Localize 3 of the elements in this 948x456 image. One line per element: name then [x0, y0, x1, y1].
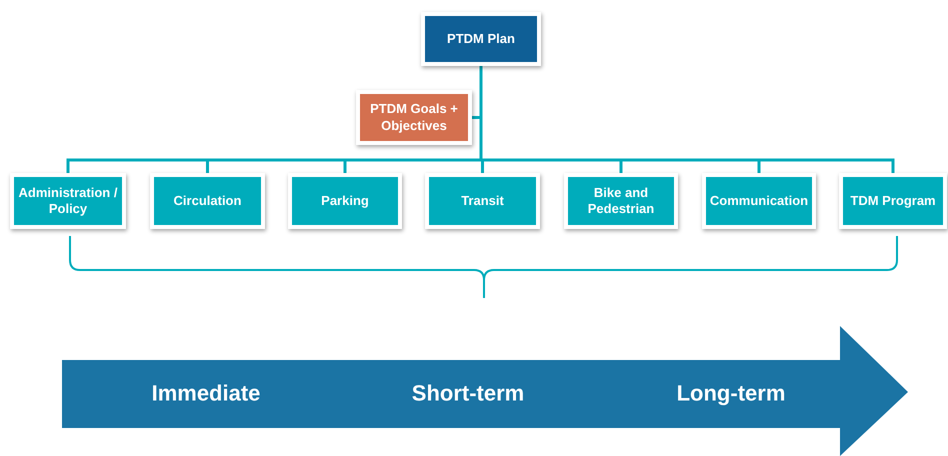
timeline-label: Long-term — [676, 380, 786, 408]
timeline-label: Short-term — [412, 380, 524, 408]
timeline-label: Immediate — [152, 380, 260, 408]
